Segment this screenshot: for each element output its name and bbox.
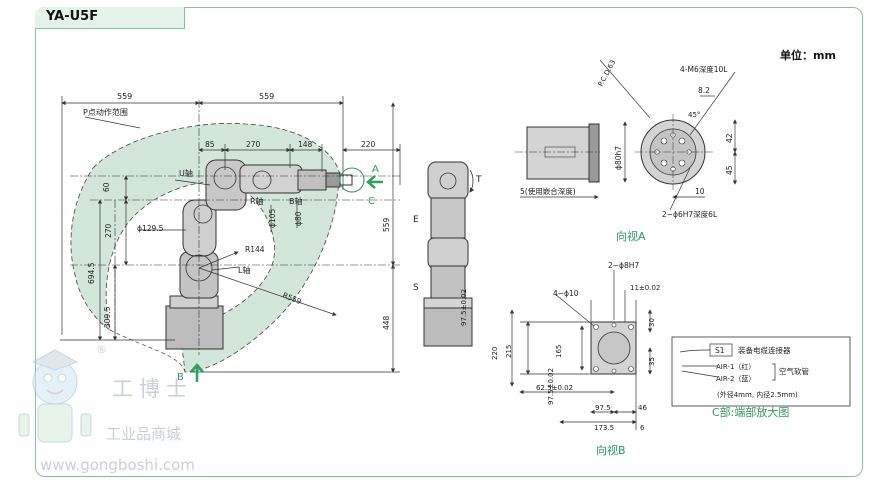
r-axis-label: R轴 [250, 196, 264, 206]
model-title: YA-U5F [46, 9, 99, 24]
c-detail-circle [339, 167, 365, 193]
dim-270-top: 270 [246, 140, 261, 149]
dim-45: 45 [725, 165, 734, 175]
view-b-arrow [190, 363, 204, 382]
dim-46: 46 [638, 404, 647, 412]
dim-448: 448 [382, 315, 391, 330]
registered-mark: ® [96, 343, 107, 356]
title-tab [35, 7, 185, 29]
dim-220-b: 220 [491, 347, 499, 360]
r144: R144 [245, 245, 265, 254]
dim-215: 215 [505, 345, 513, 358]
mascot-logo [18, 349, 92, 443]
dim-165: 165 [555, 345, 563, 358]
hose-label: 空气软管 [779, 366, 809, 376]
c-detail-lines [679, 343, 776, 381]
dim-559-left: 559 [117, 92, 132, 101]
label-a: A [372, 164, 379, 175]
phi6-label: 2−ϕ6H7深度6L [662, 209, 718, 219]
connector-label: 装备电缆连接器 [738, 345, 791, 355]
dim-35: 35 [648, 357, 656, 366]
dim-97-5: 97.5 [595, 404, 611, 412]
view-b-dimension-lines [509, 270, 653, 430]
dim-694: 694.5 [87, 262, 96, 284]
dim-173: 173.5 [594, 424, 614, 432]
dim-8-2: 8.2 [698, 86, 710, 95]
label-s: S [413, 283, 419, 293]
label-e: E [413, 215, 419, 225]
phi-80: ϕ80 [294, 211, 303, 226]
dim-60: 60 [102, 182, 111, 192]
b-axis-label: B轴 [289, 196, 303, 206]
dim-5: 5(使用嵌合深度) [520, 186, 576, 196]
label-c: C [368, 196, 375, 207]
view-a-dimension-lines [520, 59, 738, 211]
hose-spec: (外径4mm, 内径2.5mm) [717, 390, 798, 399]
air2-label: AIR-2（蓝） [716, 374, 755, 383]
dim-6: 6 [640, 424, 645, 432]
view-a-arrow [366, 175, 383, 189]
c-detail-box [671, 336, 851, 407]
dim-10: 10 [695, 187, 705, 196]
dim-97-top: 97.5±0.02 [460, 289, 468, 326]
label-b: B [177, 372, 184, 383]
view-a-flange [515, 114, 713, 190]
u-axis-label: U轴 [179, 168, 193, 178]
watermark-subtitle: 工业品商城 [106, 425, 182, 443]
m6-label: 4-M6深度10L [680, 64, 728, 74]
dim-270-left: 270 [104, 223, 113, 238]
phi-129: ϕ129.5 [137, 224, 164, 233]
dim-148: 148 [298, 140, 313, 149]
label-t: T [475, 175, 482, 185]
unit-label: 单位：mm [780, 49, 836, 62]
robot-side-body [165, 159, 353, 350]
c-detail-caption: C部:端部放大图 [712, 405, 789, 419]
dim-309: 309.5 [103, 306, 112, 328]
s1-label: S1 [715, 346, 725, 355]
phi-105: ϕ105 [268, 209, 277, 228]
phi8-label: 2−ϕ8H7 [608, 261, 639, 270]
watermark-brand: 工博士 [112, 377, 193, 401]
angle-45: 45° [688, 111, 700, 119]
dim-62: 62.5±0.02 [536, 384, 573, 392]
view-b-caption: 向视B [596, 443, 626, 457]
l-axis-label: L轴 [238, 265, 250, 275]
watermark-url: www.gongboshi.com [40, 456, 195, 474]
dim-11: 11±0.02 [630, 284, 660, 292]
pcd-label: P.C.D.63 [597, 59, 618, 88]
dim-220: 220 [361, 140, 376, 149]
dim-97-bottom: 97.5±0.02 [547, 368, 555, 405]
phi80h7: ϕ80h7 [614, 146, 623, 170]
air1-label: AIR-1（红） [716, 362, 755, 371]
dim-30: 30 [648, 318, 656, 327]
range-label: P点动作范围 [83, 107, 128, 117]
side-dimension-lines [60, 96, 401, 373]
dim-85: 85 [205, 140, 215, 149]
dim-559-vertical: 559 [382, 217, 391, 232]
dim-559-right: 559 [259, 92, 274, 101]
front-joint-t [439, 172, 457, 190]
view-b-base [590, 321, 637, 375]
t-rotation-arrow [469, 169, 475, 193]
dim-42: 42 [725, 133, 734, 143]
view-a-caption: 向视A [616, 229, 646, 243]
phi10-label: 4−ϕ10 [553, 289, 579, 298]
robot-front-body [423, 161, 473, 347]
